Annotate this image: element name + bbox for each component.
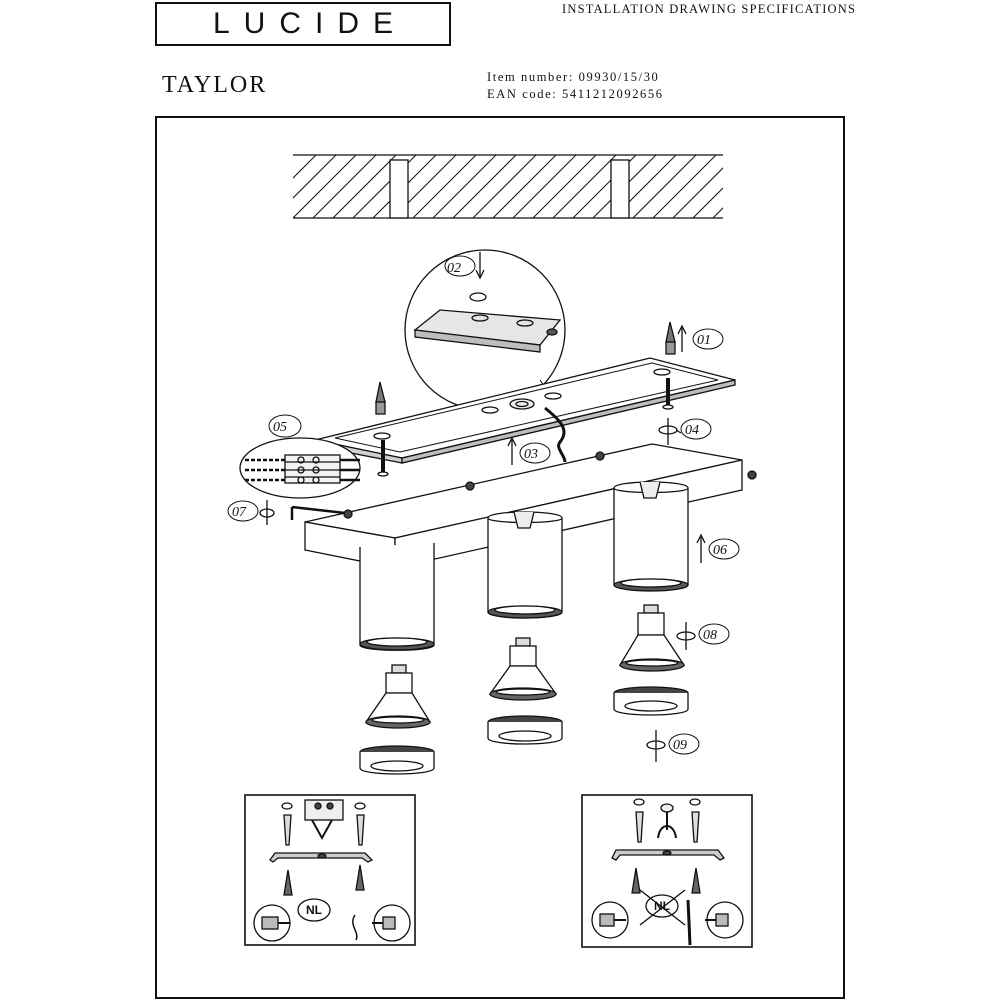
step-06-label: 06 <box>713 543 727 558</box>
inset-right-no-terminal-option <box>581 794 753 948</box>
glass-ring-3 <box>613 686 689 716</box>
step-08-badge <box>698 623 730 645</box>
step-04-label: 04 <box>685 423 699 438</box>
gu10-bulb-3 <box>618 604 686 672</box>
step-01-label: 01 <box>697 333 711 348</box>
spot-cylinder-2 <box>487 511 563 619</box>
screw-right <box>662 321 676 410</box>
document-title: INSTALLATION DRAWING SPECIFICATIONS <box>562 2 857 16</box>
spot-cylinder-1 <box>359 543 435 651</box>
drawing-frame <box>155 116 845 999</box>
step-03-badge <box>519 442 551 464</box>
step-04-badge <box>680 418 712 440</box>
ean-code: EAN code: 5411212092656 <box>487 87 664 101</box>
mounting-bracket <box>314 357 736 464</box>
step-06-badge <box>708 538 740 560</box>
step-03-arrow <box>507 436 517 465</box>
step-07-badge <box>227 500 259 522</box>
step-07-label: 07 <box>232 505 247 520</box>
ceiling-hatch <box>293 154 723 219</box>
glass-ring-2 <box>487 715 563 745</box>
step-01-badge <box>692 328 724 350</box>
step-05-badge <box>268 414 302 438</box>
step-09-badge <box>668 733 700 755</box>
nl-badge-right: NL <box>654 899 670 913</box>
glass-ring-1 <box>359 745 435 775</box>
screw-left <box>375 381 389 477</box>
lucide-logo: LUCIDE <box>155 2 451 46</box>
gu10-bulb-2 <box>488 637 558 701</box>
step-02-arrow <box>475 252 485 280</box>
hex-key <box>259 500 353 525</box>
logo-text: LUCIDE <box>212 7 408 40</box>
step-09-label: 09 <box>673 738 687 753</box>
step-02-badge <box>444 255 476 277</box>
step-02-label: 02 <box>447 261 461 276</box>
step-03-label: 03 <box>524 447 538 462</box>
nl-badge-left: NL <box>306 903 322 917</box>
terminal-block-detail <box>239 437 361 499</box>
step-05-label: 05 <box>273 420 287 435</box>
step-01-arrow <box>677 324 687 352</box>
gu10-bulb-1 <box>364 664 432 729</box>
supply-wire <box>544 406 567 463</box>
step-08-label: 08 <box>703 628 717 643</box>
step-04-rotate-icon <box>658 418 682 445</box>
inset-left-terminal-option <box>244 794 416 946</box>
step-09-rotate-icon <box>646 730 666 762</box>
step-06-arrow <box>696 533 706 563</box>
step-08-rotate-icon <box>676 622 696 650</box>
spot-cylinder-3 <box>613 481 689 592</box>
product-name: TAYLOR <box>162 72 268 98</box>
item-number: Item number: 09930/15/30 <box>487 70 660 84</box>
